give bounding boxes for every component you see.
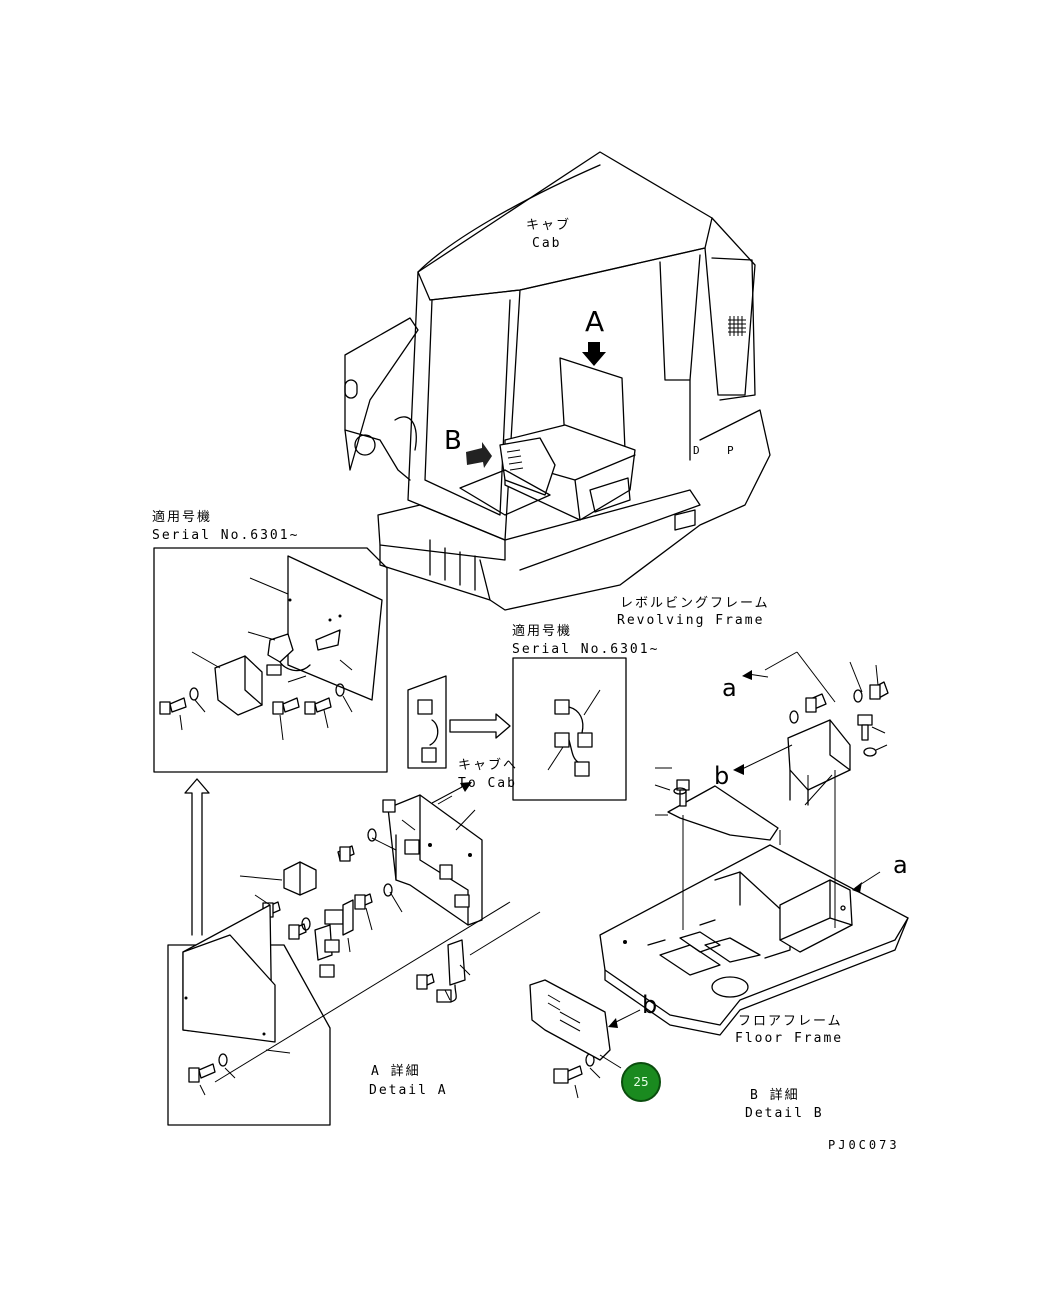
serial-label-jp-right: 適用号機 <box>512 624 573 639</box>
serial-label-jp-left: 適用号機 <box>152 510 213 525</box>
detail-b-label-jp: B 詳細 <box>750 1088 800 1103</box>
detail-a-label-jp: A 詳細 <box>371 1064 421 1079</box>
serial-label-en-right: Serial No.6301~ <box>512 642 660 657</box>
cab-assembly <box>344 151 771 611</box>
view-a-marker: A <box>585 305 605 338</box>
ref-b-low: b <box>642 991 658 1019</box>
ref-a-right: a <box>893 851 908 879</box>
part-callout-25[interactable]: 25 <box>621 1062 661 1102</box>
detail-b-assembly <box>529 651 909 1099</box>
cab-marker-d: D <box>693 444 702 457</box>
detail-b-label-en: Detail B <box>745 1106 824 1121</box>
cab-label-jp: キャブ <box>526 218 572 233</box>
drawing-code: PJ0C073 <box>828 1138 900 1152</box>
serial-label-en-left: Serial No.6301~ <box>152 528 300 543</box>
cab-label-en: Cab <box>532 236 562 251</box>
cab-marker-p: P <box>727 444 736 457</box>
to-cab-label-jp: キャブへ <box>458 758 519 773</box>
serial-inset-left <box>153 547 388 773</box>
ref-b-mid: b <box>714 762 730 790</box>
floor-frame-label-jp: フロアフレーム <box>738 1014 843 1029</box>
to-cab-label-en: To Cab <box>458 776 517 791</box>
revolving-frame-label-en: Revolving Frame <box>617 613 765 628</box>
view-b-marker: B <box>444 426 462 456</box>
up-arrow <box>184 778 210 936</box>
detail-a-assembly <box>167 675 541 1126</box>
revolving-frame-label-jp: レボルビングフレーム <box>620 596 770 611</box>
ref-a-upper: a <box>722 674 737 702</box>
floor-frame-label-en: Floor Frame <box>735 1031 844 1046</box>
detail-a-label-en: Detail A <box>369 1083 448 1098</box>
serial-inset-right <box>512 657 627 801</box>
